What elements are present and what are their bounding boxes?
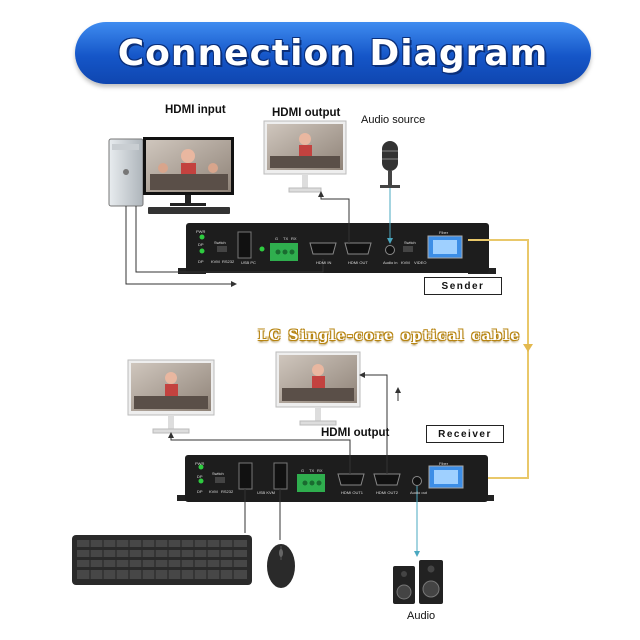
sender-tag: Sender (424, 277, 502, 295)
sender-audio-in-label: Audio in (383, 260, 398, 265)
receiver-panel-labels: PWR DP DP KVM RS232 Switch USB KVM G TX … (185, 455, 488, 502)
monitor-icon (263, 120, 347, 193)
sender-panel-labels: PWR DP DP KVM RS232 Switch USB PC G TX R… (186, 223, 489, 273)
monitor-icon (275, 351, 361, 426)
hdmi-output-bottom-label: HDMI output (321, 427, 390, 439)
receiver-dp-label: DP (197, 474, 203, 479)
fiber-cable (468, 239, 529, 479)
receiver-tag: Receiver (426, 425, 504, 443)
mouse-icon (267, 544, 295, 588)
keyboard-icon (72, 535, 252, 585)
sender-video-label: VIDEO (414, 260, 427, 265)
monitor-icon (127, 359, 215, 434)
page-title: Connection Diagram (117, 32, 549, 74)
receiver-tx-label: TX (309, 468, 315, 473)
sender-hdmi-in-label: HDMI IN (316, 260, 332, 265)
sender-g-label: G (275, 236, 279, 241)
receiver-pwr-label: PWR (195, 461, 205, 466)
pc-tower-icon (108, 138, 144, 207)
receiver-fiber-label: Fiber (439, 461, 449, 466)
sender-switch2-label: Switch (404, 240, 416, 245)
sender-cables (125, 188, 393, 287)
audio-label: Audio (407, 610, 436, 622)
audio-source-label: Audio source (361, 114, 426, 126)
receiver-rx-label: RX (317, 468, 323, 473)
receiver-kvm-label: KVM (209, 489, 218, 494)
receiver-switch-label: Switch (212, 471, 224, 476)
sender-dp-bottom-label: DP (198, 259, 204, 264)
sender-kvm2-label: KVM (401, 260, 410, 265)
receiver-g-label: G (301, 468, 305, 473)
sender-switch-label: Switch (214, 240, 226, 245)
sender-usb-pc-label: USB PC (241, 260, 256, 265)
sender-device (178, 223, 496, 274)
optical-cable-label: LC Single-core optical cable (258, 328, 521, 344)
hdmi-input-label: HDMI input (165, 104, 226, 116)
receiver-usb-kvm-label: USB KVM (257, 490, 276, 495)
receiver-hdmi-out1-label: HDMI OUT1 (341, 490, 363, 495)
speaker-icon (393, 560, 443, 604)
sender-tx-label: TX (283, 236, 289, 241)
sender-hdmi-out-label: HDMI OUT (348, 260, 368, 265)
sender-dp-label: DP (198, 242, 204, 247)
sender-pwr-label: PWR (196, 229, 206, 234)
receiver-dp-bottom-label: DP (197, 489, 203, 494)
receiver-audio-out-label: Audio out (410, 490, 427, 495)
fiber-arrow (523, 344, 533, 352)
sender-rs232-label: RS232 (222, 259, 235, 264)
receiver-hdmi-out2-label: HDMI OUT2 (376, 490, 398, 495)
sender-rx-label: RX (291, 236, 297, 241)
hdmi-output-top-label: HDMI output (272, 107, 341, 119)
receiver-cables (168, 372, 420, 557)
microphone-icon (380, 141, 400, 188)
title-banner: Connection Diagram (75, 22, 591, 84)
monitor-icon (143, 137, 234, 214)
receiver-device (177, 455, 494, 502)
sender-fiber-label: Fiber (439, 230, 449, 235)
sender-kvm-label: KVM (211, 259, 220, 264)
receiver-rs232-label: RS232 (221, 489, 234, 494)
